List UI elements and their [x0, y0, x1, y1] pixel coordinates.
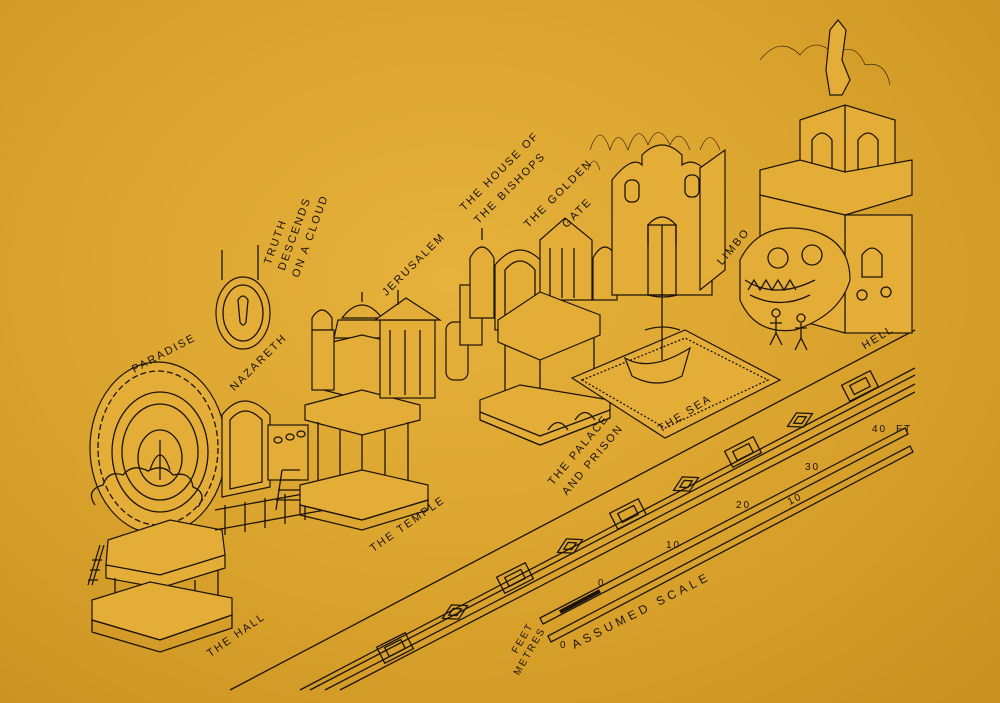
scale-feet-tick-0: 0 — [598, 578, 606, 589]
hell-structure — [739, 19, 913, 351]
scale-end-label: ft — [896, 424, 913, 435]
scale-feet-tick-40: 40 — [872, 424, 888, 435]
scale-feet-tick-20: 20 — [736, 500, 752, 511]
platform-panels — [375, 369, 880, 665]
jerusalem-structure — [311, 228, 495, 399]
paradise-structure — [87, 361, 233, 653]
scale-metre-tick-0: 0 — [560, 640, 568, 651]
stage-platform — [229, 329, 916, 691]
nazareth-structure — [214, 400, 326, 535]
palace-prison-structure — [479, 291, 611, 446]
limbo-structure — [587, 132, 726, 296]
scale-feet-tick-10: 10 — [666, 540, 682, 551]
truth-cloud — [215, 245, 271, 350]
scale-bar — [539, 427, 914, 643]
scale-feet-tick-30: 30 — [805, 462, 821, 473]
